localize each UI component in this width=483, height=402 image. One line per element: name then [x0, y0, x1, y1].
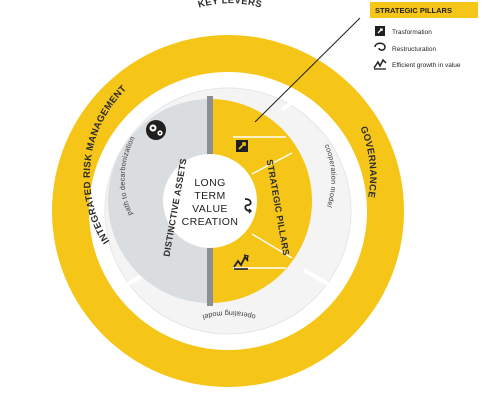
center-line-2: TERM — [194, 190, 225, 202]
key-levers-label: KEY LEVERS — [197, 0, 263, 11]
center-line-4: CREATION — [182, 216, 239, 228]
swirl-arrow-icon — [374, 42, 386, 51]
growth-figure-icon — [233, 254, 249, 270]
strategic-pillars-sector — [210, 99, 312, 303]
distinctive-assets-sector — [108, 99, 210, 303]
swirl-arrow-icon — [244, 198, 252, 214]
callout-line — [254, 17, 361, 123]
signpost-icon — [236, 140, 248, 152]
legend: STRATEGIC PILLARS Trasformation Restruct… — [370, 2, 478, 70]
legend-title: STRATEGIC PILLARS — [375, 6, 452, 15]
legend-item-label: Trasformation — [392, 29, 432, 36]
middle-ring-separator — [280, 94, 302, 112]
center-circle — [163, 154, 257, 248]
growth-figure-icon — [373, 58, 387, 70]
legend-item-label: Efficient growth in value — [392, 62, 461, 69]
gears-icon — [146, 120, 166, 140]
center-line-1: LONG — [194, 177, 225, 189]
legend-title-bar — [370, 2, 478, 18]
middle-ring-separator — [302, 268, 340, 292]
legend-item-label: Restructuration — [392, 46, 436, 53]
pillar-separator — [251, 233, 293, 259]
center-line-3: VALUE — [192, 203, 228, 215]
operating-model-label: operating model — [201, 309, 256, 322]
signpost-icon — [375, 26, 385, 36]
pillar-separator — [251, 152, 293, 175]
